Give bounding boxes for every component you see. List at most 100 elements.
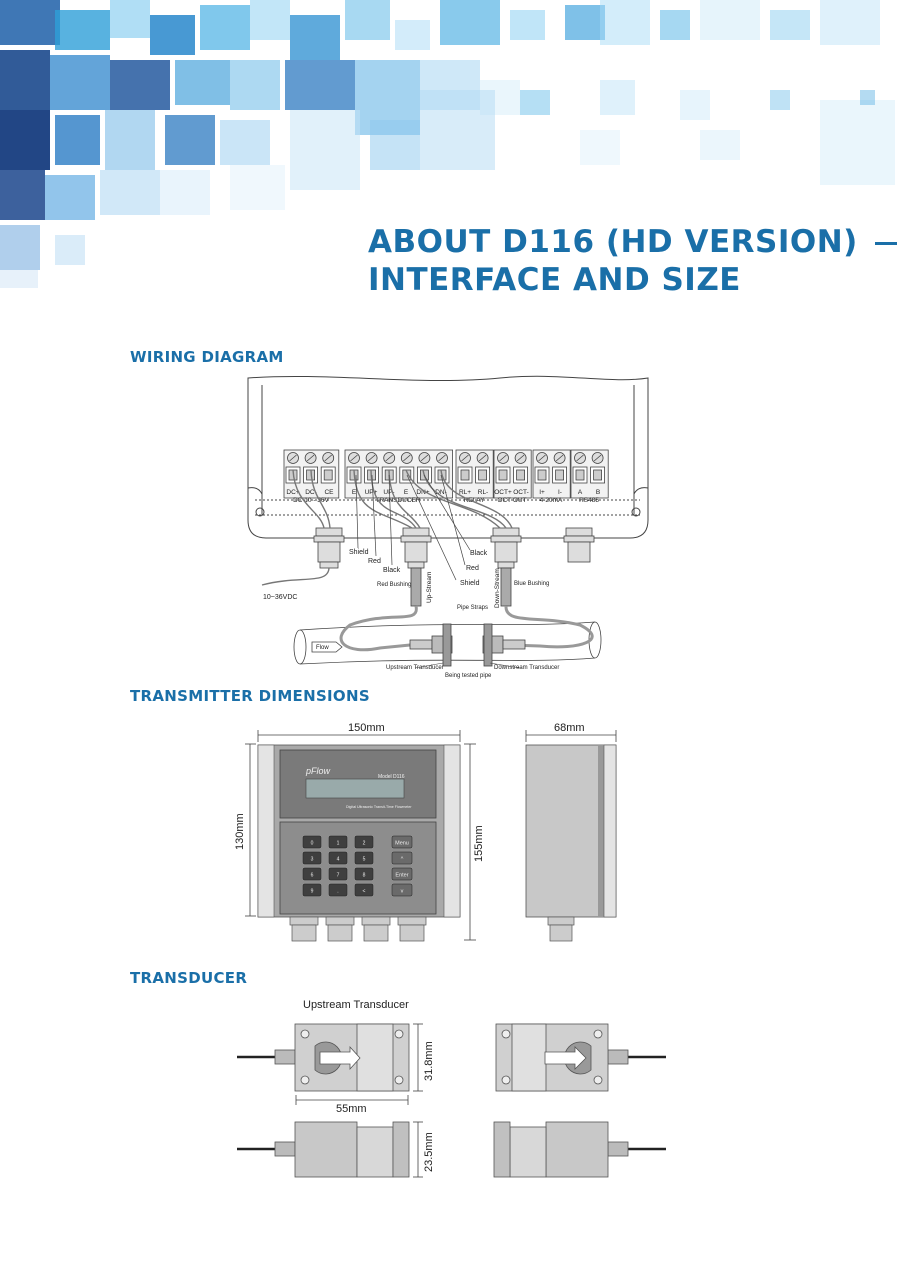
decorative-square: [580, 130, 620, 165]
keypad-key: [354, 851, 374, 865]
decorative-square: [220, 120, 270, 165]
label-up-stream: Up-Stream: [426, 572, 433, 603]
title-rule: [875, 242, 897, 245]
keypad-key: [328, 867, 348, 881]
label-downstream-transducer: Downstream Transducer: [494, 665, 559, 671]
dim-total-height: 155mm: [473, 825, 485, 862]
terminal-up-minus: UP-: [383, 489, 394, 496]
terminal-dc-minus: DC-: [305, 489, 317, 496]
downstream-transducer-body: [502, 639, 526, 650]
oct-group-label: OCT OUT: [497, 497, 526, 504]
terminal-e2: E: [404, 489, 409, 496]
keypad-key-label: v: [401, 889, 404, 895]
transducer-caption: Upstream Transducer: [303, 999, 409, 1011]
gland-downstream: [490, 527, 522, 569]
keypad-key: [328, 835, 348, 849]
decorative-square: [0, 270, 38, 288]
keypad-key: [391, 835, 413, 849]
decorative-square: [440, 0, 500, 45]
current-group-label: 4-20mA: [540, 497, 563, 504]
decorative-square: [345, 0, 390, 40]
terminal-ce: CE: [324, 489, 334, 496]
pipe-strap-left: [442, 623, 452, 667]
keypad-key-label: Enter: [395, 873, 408, 879]
decorative-square: [45, 175, 95, 220]
keypad-key-label: 1: [337, 841, 340, 847]
decorative-square: [700, 0, 760, 40]
brand-logo: pFlow: [305, 766, 331, 776]
label-black-left: Black: [383, 567, 401, 574]
transducer-side-right: [493, 1121, 666, 1178]
decorative-square: [820, 0, 880, 45]
decorative-square: [0, 0, 60, 45]
decorative-square: [250, 0, 290, 40]
keypad-key-label: 7: [337, 873, 340, 879]
transducer-top-left: [237, 1023, 410, 1092]
section-title-wiring: WIRING DIAGRAM: [130, 348, 284, 366]
keypad-key-label: Menu: [395, 841, 409, 847]
terminal-oct-minus: OCT-: [513, 489, 529, 496]
decorative-square: [395, 20, 430, 50]
decorative-square: [160, 170, 210, 215]
dim-width: 150mm: [348, 722, 385, 734]
terminal-b: B: [596, 489, 600, 496]
keypad-key: [391, 851, 413, 865]
decorative-square: [150, 15, 195, 55]
keypad-key: [391, 867, 413, 881]
transducer-top-right: [495, 1023, 666, 1092]
decorative-square: [370, 120, 420, 170]
decorative-square: [50, 55, 110, 110]
section-title-dimensions: TRANSMITTER DIMENSIONS: [130, 687, 370, 705]
decorative-square: [600, 80, 635, 115]
decorative-square: [770, 10, 810, 40]
decorative-square: [230, 165, 285, 210]
keypad-key-label: 5: [363, 857, 366, 863]
decorative-square: [770, 90, 790, 110]
decorative-square: [175, 60, 230, 105]
label-flow: Flow: [316, 645, 329, 651]
terminal-rl-minus: RL-: [478, 489, 488, 496]
keypad-key-label: ^: [401, 857, 404, 863]
front-glands: [289, 916, 427, 942]
decorative-square: [55, 10, 110, 50]
decorative-square: [105, 110, 155, 170]
decorative-square: [0, 110, 50, 170]
relay-group-label: RELAY: [464, 497, 485, 504]
dim-depth: 68mm: [554, 722, 585, 734]
label-red-left: Red: [368, 558, 381, 565]
terminal-e1: E: [352, 489, 357, 496]
label-black-right: Black: [470, 550, 488, 557]
transducer-group-label: TRANSDUCER: [375, 497, 420, 504]
terminal-rl-plus: RL+: [459, 489, 471, 496]
decorative-square: [820, 100, 895, 185]
transmitter-side: [525, 744, 617, 942]
gland-spare: [563, 527, 595, 563]
decorative-square: [230, 60, 280, 110]
enclosure-outline: [247, 375, 649, 539]
dim-transducer-length: 55mm: [336, 1103, 367, 1115]
keypad-key: [354, 883, 374, 897]
dim-transducer-height: 31.8mm: [423, 1041, 435, 1081]
label-upstream-transducer: Upstream Transducer: [386, 665, 444, 671]
dim-height: 130mm: [234, 813, 246, 850]
keypad-key: [302, 851, 322, 865]
decorative-square: [200, 5, 250, 50]
keypad-key: [354, 835, 374, 849]
keypad-key-label: 3: [311, 857, 314, 863]
decorative-square: [600, 0, 650, 45]
transducer-side-left: [237, 1121, 410, 1178]
terminal-dn-plus: DN+: [416, 489, 429, 496]
keypad-key: [354, 867, 374, 881]
gland-power: [313, 527, 345, 569]
decorative-square: [100, 170, 160, 215]
decorative-square: [660, 10, 690, 40]
keypad-key-label: <: [363, 889, 366, 895]
decorative-square: [0, 50, 50, 110]
product-line-label: Digital Ultrasonic Transit-Time Flowmete…: [346, 805, 412, 809]
decorative-square: [700, 130, 740, 160]
label-power-supply: 10~36VDC: [263, 594, 297, 601]
power-group-label: DC 10 - 36V: [293, 497, 329, 504]
decorative-square: [285, 60, 355, 110]
pipe-strap-right: [483, 623, 493, 667]
